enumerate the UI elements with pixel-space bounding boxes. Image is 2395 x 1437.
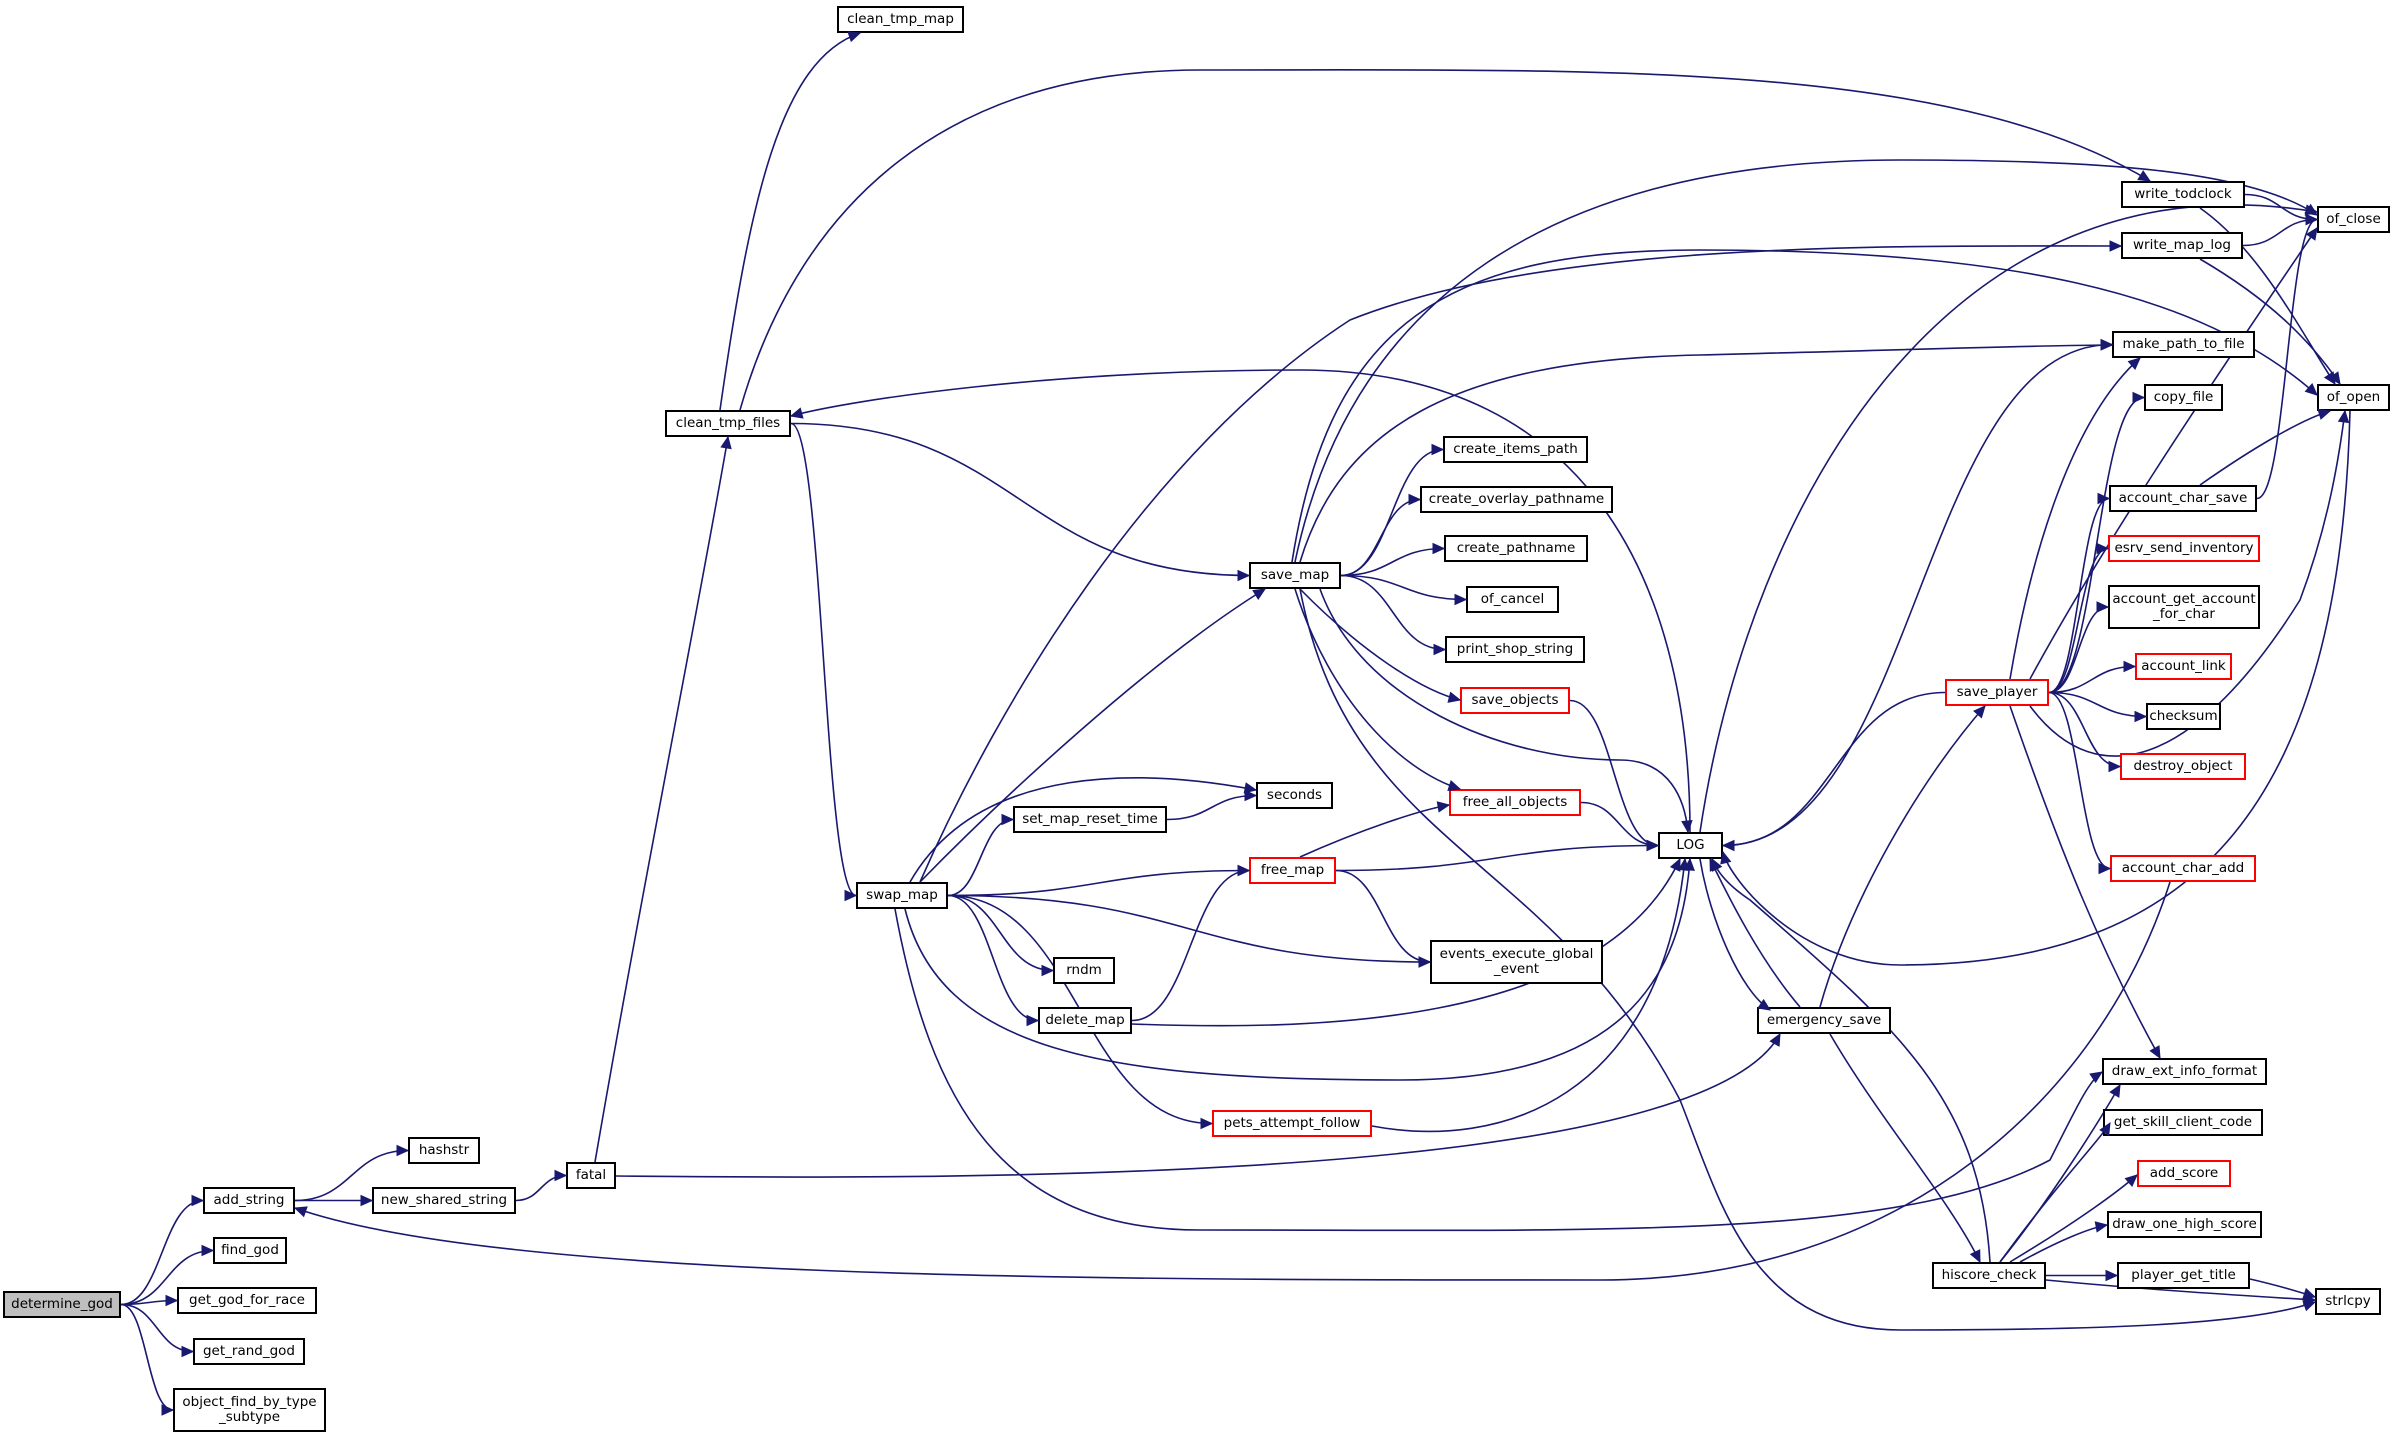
node-object-find-by-type-subtype[interactable]: object_find_by_type _subtype <box>173 1388 326 1432</box>
node-create-pathname[interactable]: create_pathname <box>1444 535 1588 562</box>
node-clean-tmp-files[interactable]: clean_tmp_files <box>665 410 791 437</box>
node-strlcpy[interactable]: strlcpy <box>2315 1288 2381 1315</box>
node-hashstr[interactable]: hashstr <box>408 1137 480 1164</box>
node-create-overlay-pathname[interactable]: create_overlay_pathname <box>1420 486 1613 513</box>
node-of-close[interactable]: of_close <box>2317 206 2390 233</box>
node-pets-attempt-follow[interactable]: pets_attempt_follow <box>1212 1110 1372 1137</box>
node-add-score[interactable]: add_score <box>2137 1160 2231 1187</box>
node-of-open[interactable]: of_open <box>2317 384 2390 411</box>
node-delete-map[interactable]: delete_map <box>1038 1007 1132 1034</box>
node-get-skill-client-code[interactable]: get_skill_client_code <box>2103 1109 2263 1136</box>
node-write-todclock[interactable]: write_todclock <box>2121 181 2245 208</box>
node-emergency-save[interactable]: emergency_save <box>1757 1007 1891 1034</box>
node-free-all-objects[interactable]: free_all_objects <box>1449 789 1581 816</box>
node-determine-god: determine_god <box>3 1291 121 1318</box>
node-set-map-reset-time[interactable]: set_map_reset_time <box>1013 806 1167 833</box>
node-new-shared-string[interactable]: new_shared_string <box>372 1187 516 1214</box>
node-find-god[interactable]: find_god <box>213 1237 287 1264</box>
node-get-rand-god[interactable]: get_rand_god <box>193 1338 305 1365</box>
node-save-objects[interactable]: save_objects <box>1460 687 1570 714</box>
node-swap-map[interactable]: swap_map <box>856 882 948 909</box>
node-free-map[interactable]: free_map <box>1249 857 1336 884</box>
node-clean-tmp-map[interactable]: clean_tmp_map <box>837 6 964 33</box>
node-LOG[interactable]: LOG <box>1658 832 1723 859</box>
node-write-map-log[interactable]: write_map_log <box>2121 232 2243 259</box>
node-create-items-path[interactable]: create_items_path <box>1443 436 1588 463</box>
node-draw-one-high-score[interactable]: draw_one_high_score <box>2107 1211 2262 1238</box>
node-get-god-for-race[interactable]: get_god_for_race <box>177 1287 317 1314</box>
node-save-map[interactable]: save_map <box>1249 562 1341 589</box>
node-copy-file[interactable]: copy_file <box>2144 384 2223 411</box>
node-account-char-add[interactable]: account_char_add <box>2110 855 2256 882</box>
node-esrv-send-inventory[interactable]: esrv_send_inventory <box>2108 535 2260 562</box>
node-seconds[interactable]: seconds <box>1256 782 1333 809</box>
node-account-link[interactable]: account_link <box>2135 653 2232 680</box>
node-events-execute-global-event[interactable]: events_execute_global _event <box>1430 940 1603 984</box>
node-destroy-object[interactable]: destroy_object <box>2120 753 2246 780</box>
node-player-get-title[interactable]: player_get_title <box>2117 1262 2250 1289</box>
node-draw-ext-info-format[interactable]: draw_ext_info_format <box>2102 1058 2267 1085</box>
node-add-string[interactable]: add_string <box>203 1187 295 1214</box>
node-rndm[interactable]: rndm <box>1053 957 1115 984</box>
node-save-player[interactable]: save_player <box>1945 679 2049 706</box>
node-fatal[interactable]: fatal <box>566 1162 616 1189</box>
node-account-char-save[interactable]: account_char_save <box>2109 485 2257 512</box>
node-of-cancel[interactable]: of_cancel <box>1466 586 1559 613</box>
node-account-get-account-for-char[interactable]: account_get_account _for_char <box>2108 585 2260 629</box>
node-hiscore-check[interactable]: hiscore_check <box>1932 1262 2046 1289</box>
node-print-shop-string[interactable]: print_shop_string <box>1445 636 1585 663</box>
node-make-path-to-file[interactable]: make_path_to_file <box>2112 331 2255 358</box>
node-checksum[interactable]: checksum <box>2146 703 2221 730</box>
